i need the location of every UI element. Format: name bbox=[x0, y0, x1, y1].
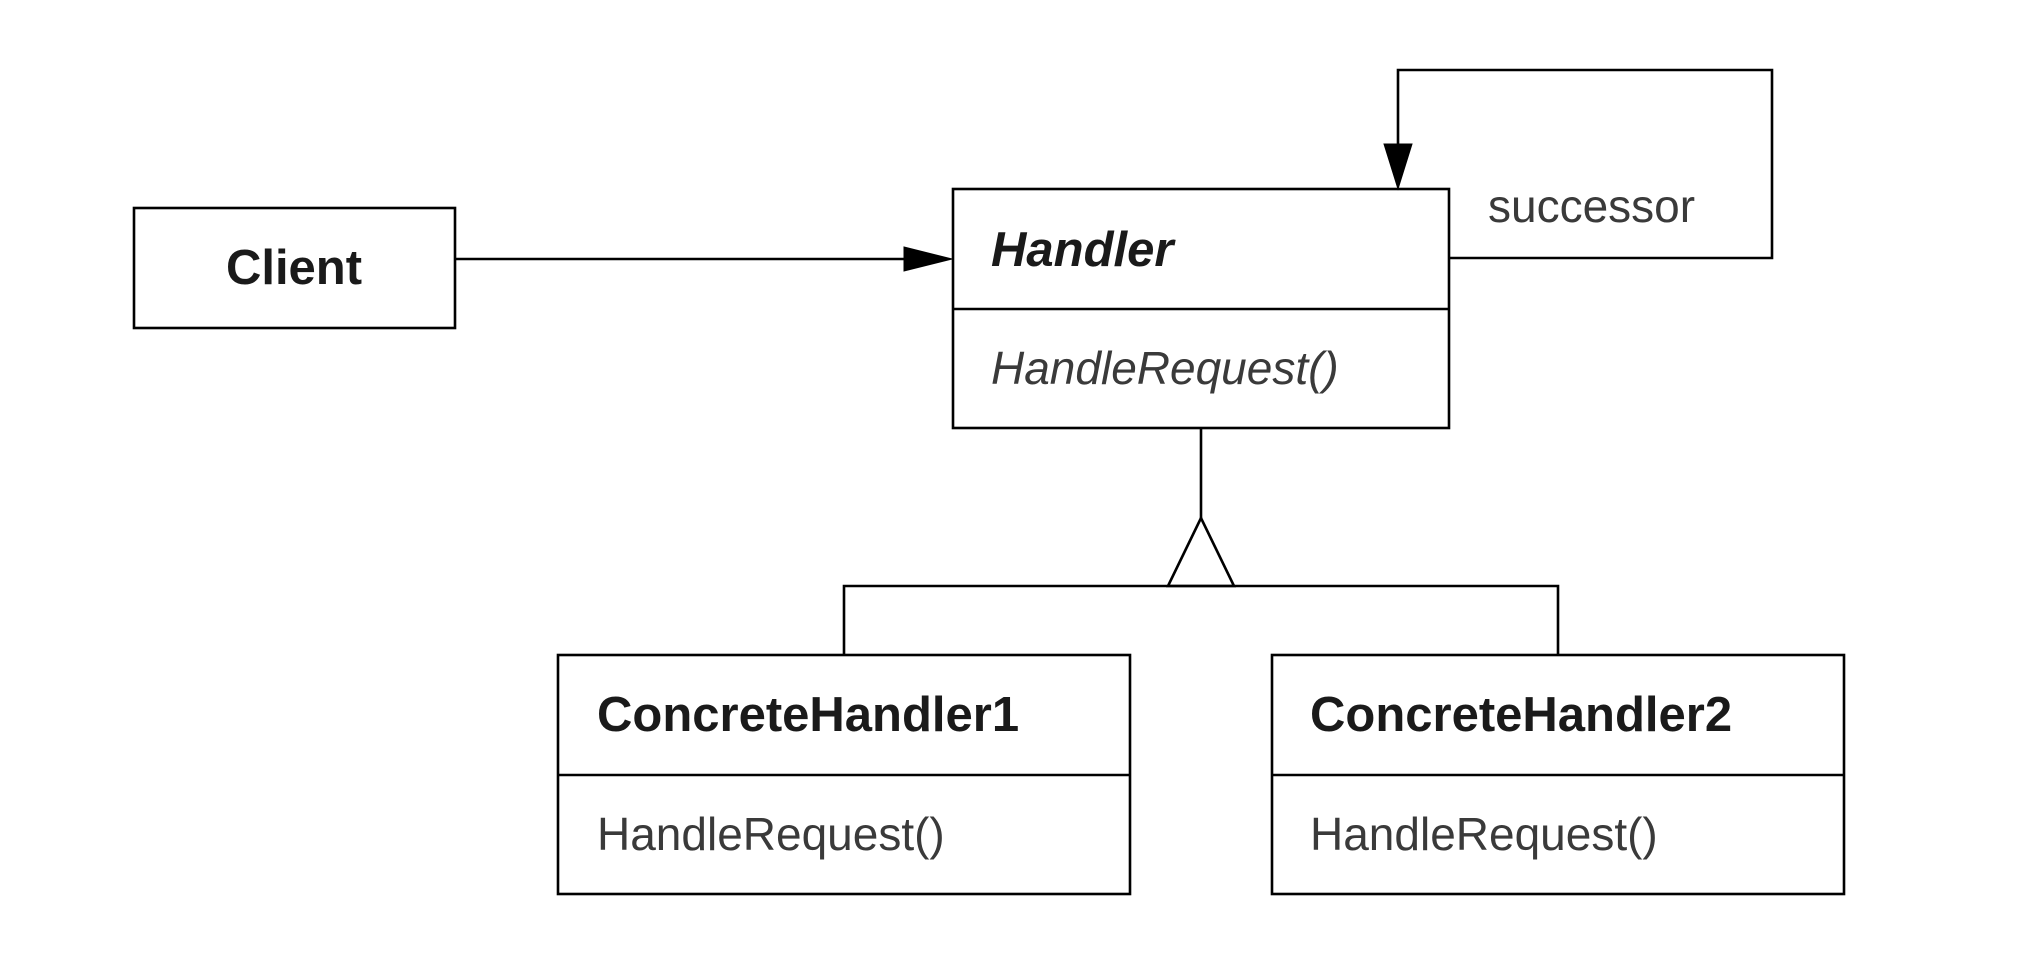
handler-class-name: Handler bbox=[991, 223, 1176, 277]
successor-role-label: successor bbox=[1488, 180, 1695, 232]
client-class: Client bbox=[132, 206, 457, 330]
concrete-handler-1-class: ConcreteHandler1 HandleRequest() bbox=[556, 653, 1132, 896]
handler-class: Handler HandleRequest() bbox=[951, 187, 1451, 430]
concrete-handler-2-operation: HandleRequest() bbox=[1310, 808, 1658, 860]
handler-operation: HandleRequest() bbox=[991, 342, 1339, 394]
successor-arrowhead bbox=[1383, 143, 1413, 191]
generalization bbox=[842, 428, 1560, 655]
generalization-triangle bbox=[1165, 515, 1237, 588]
concrete-handler-2-class: ConcreteHandler2 HandleRequest() bbox=[1270, 653, 1846, 896]
client-class-name: Client bbox=[226, 241, 362, 295]
successor-self-association: successor bbox=[1383, 68, 1774, 260]
concrete-handler-2-class-name: ConcreteHandler2 bbox=[1310, 688, 1732, 742]
concrete-handler-1-class-name: ConcreteHandler1 bbox=[597, 688, 1019, 742]
concrete-handler-1-operation: HandleRequest() bbox=[597, 808, 945, 860]
client-handler-association bbox=[455, 246, 953, 272]
association-arrowhead bbox=[903, 246, 953, 272]
